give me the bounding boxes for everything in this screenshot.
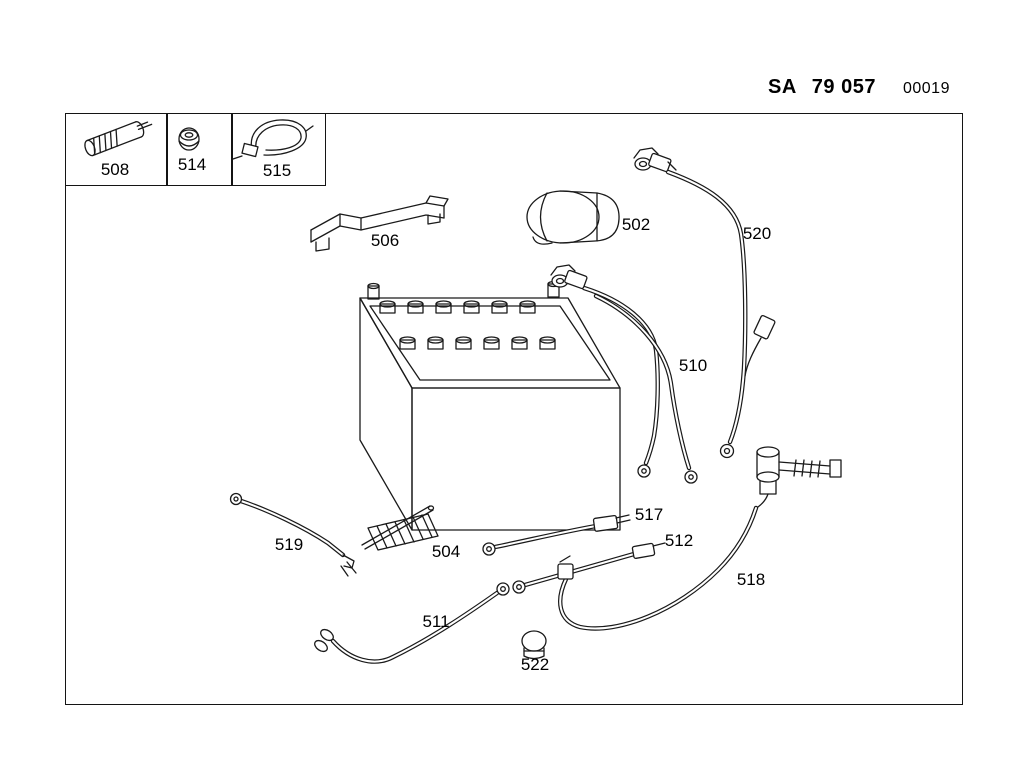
part-518-drawing [557,505,759,631]
part-514-drawing [178,127,200,151]
part-511-drawing [314,582,510,664]
part-label-514: 514 [177,155,207,174]
sheet-number: 00019 [902,80,950,97]
part-522-drawing [521,630,547,660]
part-502-drawing [526,190,620,245]
sa-code: SA [768,76,797,98]
inset-divider-1 [166,113,168,186]
diagram-border [65,113,963,705]
sensor-fitting-drawing [756,446,842,508]
part-label-510: 510 [678,356,708,375]
part-label-502: 502 [621,215,651,234]
part-506-drawing [310,195,449,252]
part-label-508: 508 [100,160,130,179]
part-label-518: 518 [736,570,766,589]
part-label-506: 506 [370,231,400,250]
part-label-504: 504 [431,542,461,561]
part-label-517: 517 [634,505,664,524]
part-504-drawing [361,505,439,551]
part-515-drawing [232,119,314,160]
inset-legend-box [65,113,326,186]
part-label-519: 519 [274,535,304,554]
drawing-code: SA 79 057 00019 [768,76,950,99]
battery-drawing [359,280,621,531]
part-label-520: 520 [742,224,772,243]
part-508-drawing [84,121,153,157]
part-label-512: 512 [664,531,694,550]
part-517-drawing [482,514,631,556]
part-label-515: 515 [262,161,292,180]
part-519-drawing [229,492,357,577]
inset-divider-2 [231,113,233,186]
part-label-511: 511 [422,612,450,631]
part-512-drawing [512,542,666,594]
part-510-drawing [550,264,698,484]
catalog-number: 79 057 [811,76,876,98]
part-520-drawing [633,147,776,459]
part-label-522: 522 [520,655,550,674]
